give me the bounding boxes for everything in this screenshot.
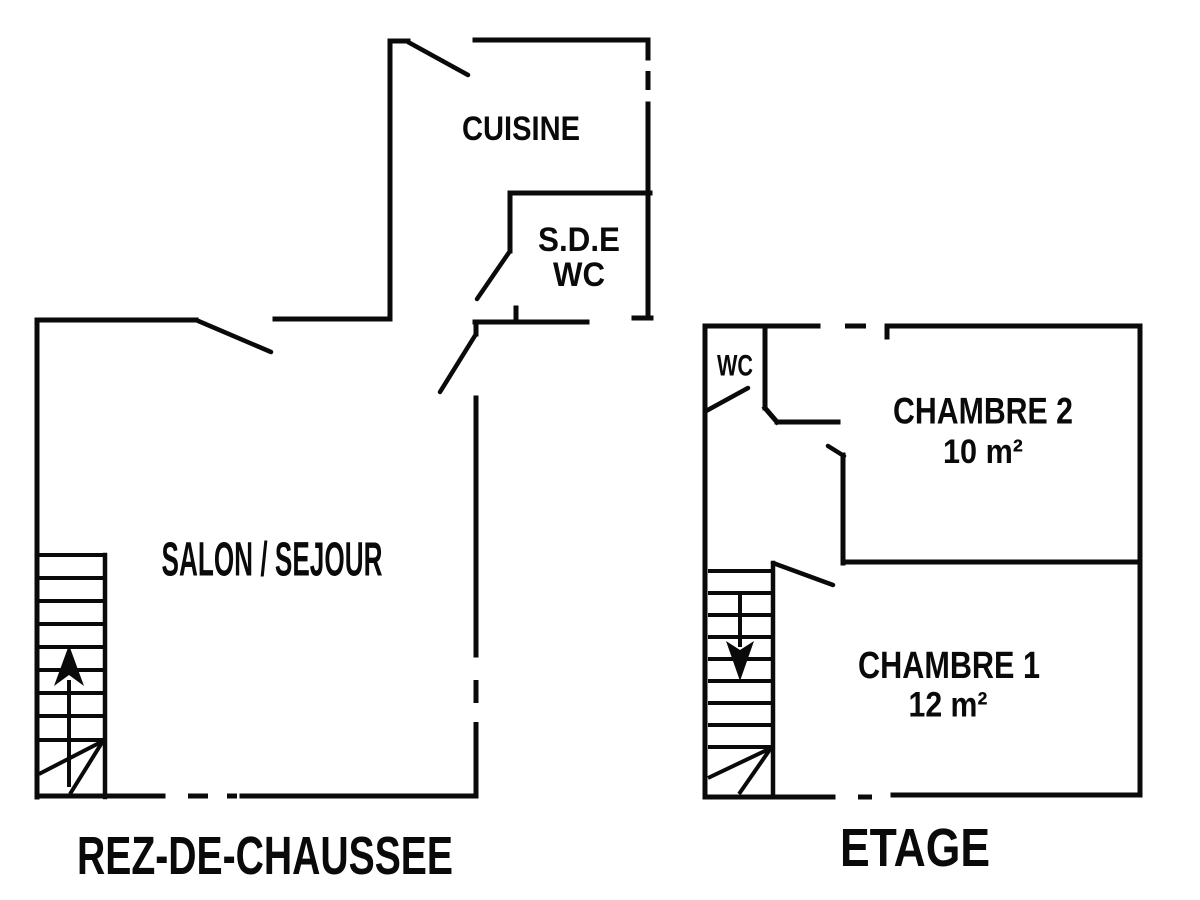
sde-label: S.D.E (538, 221, 620, 259)
upper-floor-dashed-openings (845, 323, 872, 800)
ground-floor-plan: CUISINE S.D.E WC SALON / SEJOUR REZ-DE-C… (34, 37, 654, 886)
sde-wc-label: WC (553, 256, 605, 294)
etage-staircase-winders (707, 746, 773, 796)
upper-floor-walls (702, 323, 1143, 800)
upper-floor-title: ETAGE (840, 818, 990, 878)
ground-floor-title: REZ-DE-CHAUSSEE (77, 826, 453, 886)
wc-etage-label: WC (717, 350, 753, 383)
chambre1-label: CHAMBRE 1 (858, 645, 1040, 687)
ground-floor-dashed-openings (188, 71, 651, 799)
salon-sejour-label: SALON / SEJOUR (162, 534, 383, 587)
upper-floor-plan: WC CHAMBRE 2 10 m² CHAMBRE 1 12 m² ETAGE (702, 323, 1143, 878)
chambre2-area-label: 10 m² (943, 433, 1023, 471)
down-arrow-icon (726, 592, 754, 681)
ground-floor-door-leaves (193, 39, 513, 395)
upper-floor-door-leaves (703, 385, 847, 588)
rdc-staircase-treads (39, 553, 105, 742)
ground-floor-walls (34, 37, 654, 800)
chambre2-label: CHAMBRE 2 (893, 391, 1073, 432)
cuisine-label: CUISINE (462, 110, 580, 148)
rdc-staircase (38, 552, 108, 800)
up-arrow-icon (54, 645, 84, 787)
chambre1-area-label: 12 m² (909, 686, 988, 725)
etage-staircase (707, 560, 776, 800)
